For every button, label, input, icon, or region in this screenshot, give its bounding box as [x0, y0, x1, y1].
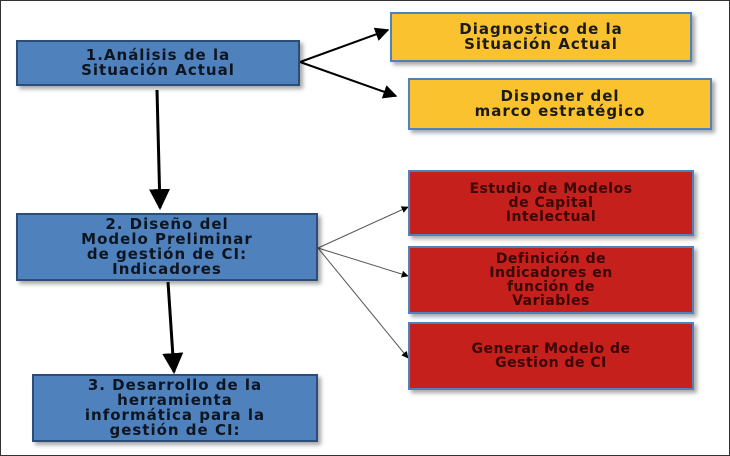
phase-3-box: 3. Desarrollo de la herramienta informát… — [32, 374, 318, 442]
output-estudio-box: Estudio de Modelos de Capital Intelectua… — [408, 170, 694, 236]
arrow-phase1-to-diagnostico — [299, 27, 390, 63]
output-marco-box: Disponer del marco estratégico — [408, 78, 712, 130]
output-diagnostico-box: Diagnostico de la Situación Actual — [390, 12, 692, 62]
arrow-phase2-to-definicion — [317, 247, 409, 278]
arrow-phase1-to-marco — [299, 61, 398, 99]
arrow-phase2-to-generar — [317, 247, 409, 359]
phase-1-box: 1.Análisis de la Situación Actual — [16, 40, 300, 86]
output-definicion-box: Definición de Indicadores en función de … — [408, 246, 694, 314]
arrow-phase2-to-phase3 — [162, 281, 184, 375]
arrow-phase2-to-estudio — [317, 206, 409, 249]
arrow-phase1-to-phase2 — [149, 89, 171, 211]
phase-2-box: 2. Diseño del Modelo Preliminar de gesti… — [16, 213, 318, 281]
output-generar-box: Generar Modelo de Gestion de CI — [408, 322, 694, 390]
